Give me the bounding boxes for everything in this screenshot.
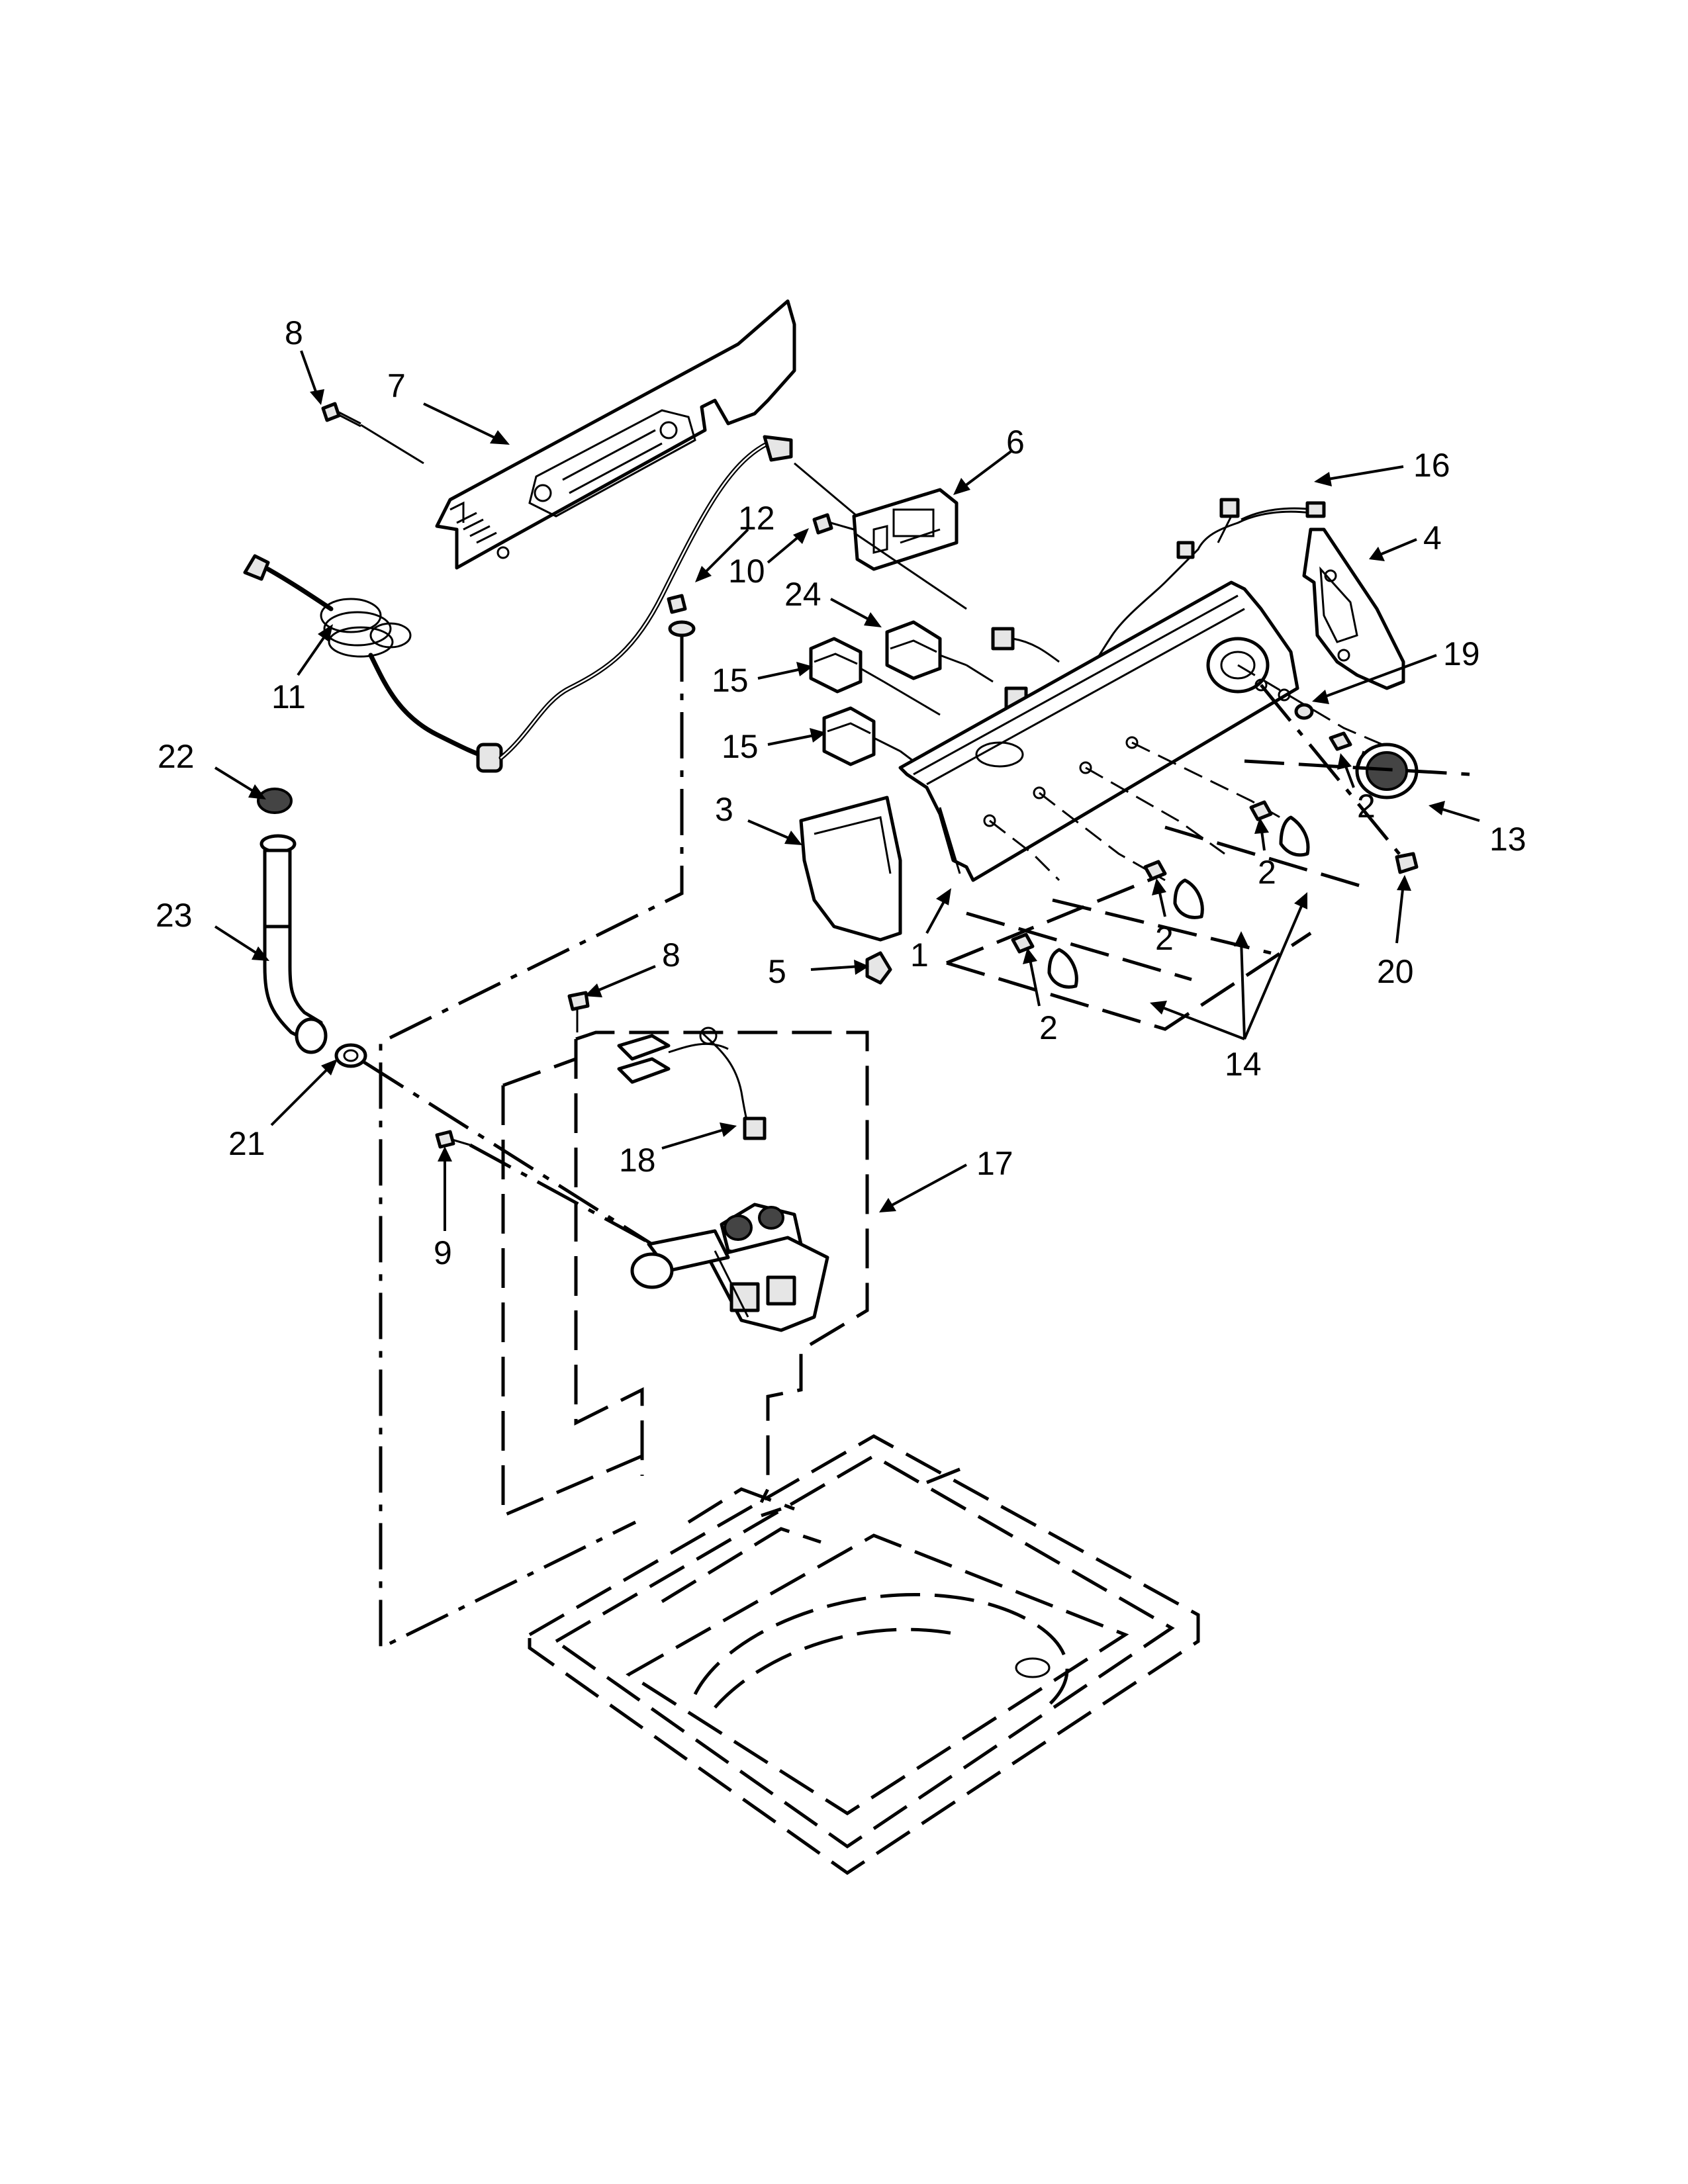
screw-9 [435,1130,471,1149]
washer-top-frame [528,1434,1200,1876]
rear-console-panel [435,299,796,570]
callout-4: 4 [1423,520,1442,557]
valve-wire-harness [617,1026,767,1140]
callout-15: 15 [722,728,759,765]
console-end-bracket [1302,527,1405,690]
screw-8-lower [567,991,590,1032]
callout-7: 7 [387,367,406,404]
callout-14: 14 [1225,1046,1262,1083]
callout-11: 11 [271,678,306,715]
callout-12: 12 [738,500,775,537]
callout-18: 18 [619,1142,656,1179]
callout-2: 2 [1155,920,1174,957]
callout-17: 17 [976,1145,1013,1182]
callout-13: 13 [1489,821,1526,858]
callout-5: 5 [768,953,786,990]
water-inlet-valve [630,1203,829,1332]
callout-21: 21 [228,1125,265,1162]
callout-19: 19 [1443,635,1480,672]
switch-15-upper [809,637,884,694]
callout-16: 16 [1413,447,1450,484]
callout-8: 8 [285,314,303,351]
selector-clip [1294,703,1314,720]
callout-2: 2 [1357,788,1376,825]
callout-2: 2 [1258,854,1276,891]
control-console [898,580,1299,882]
callout-3: 3 [715,791,733,828]
knob-2-a [1249,800,1310,857]
hose-washer-21 [334,1043,367,1068]
callout-1: 1 [910,936,929,974]
callout-8: 8 [662,936,680,974]
screw-8-upper [321,402,361,428]
screw-10 [812,513,855,535]
console-end-cap [799,796,902,942]
callout-10: 10 [728,553,765,590]
knob-insert-13 [1329,731,1352,751]
callout-23: 23 [156,897,193,934]
inlet-hose-23 [259,834,328,1054]
callout-24: 24 [784,576,821,613]
power-cord [243,435,793,773]
inlet-screen-22 [257,788,293,814]
ground-screw [667,594,696,637]
switch-24 [885,620,967,680]
screw-20 [1395,852,1419,874]
end-cap-clip [865,951,892,985]
knob-2-c [1011,933,1078,989]
callout-2: 2 [1039,1009,1058,1046]
callout-9: 9 [434,1234,452,1271]
callout-20: 20 [1377,953,1414,990]
callout-15: 15 [712,662,749,699]
callout-22: 22 [158,738,195,775]
switch-15-lower [822,706,901,766]
callout-6: 6 [1006,424,1025,461]
